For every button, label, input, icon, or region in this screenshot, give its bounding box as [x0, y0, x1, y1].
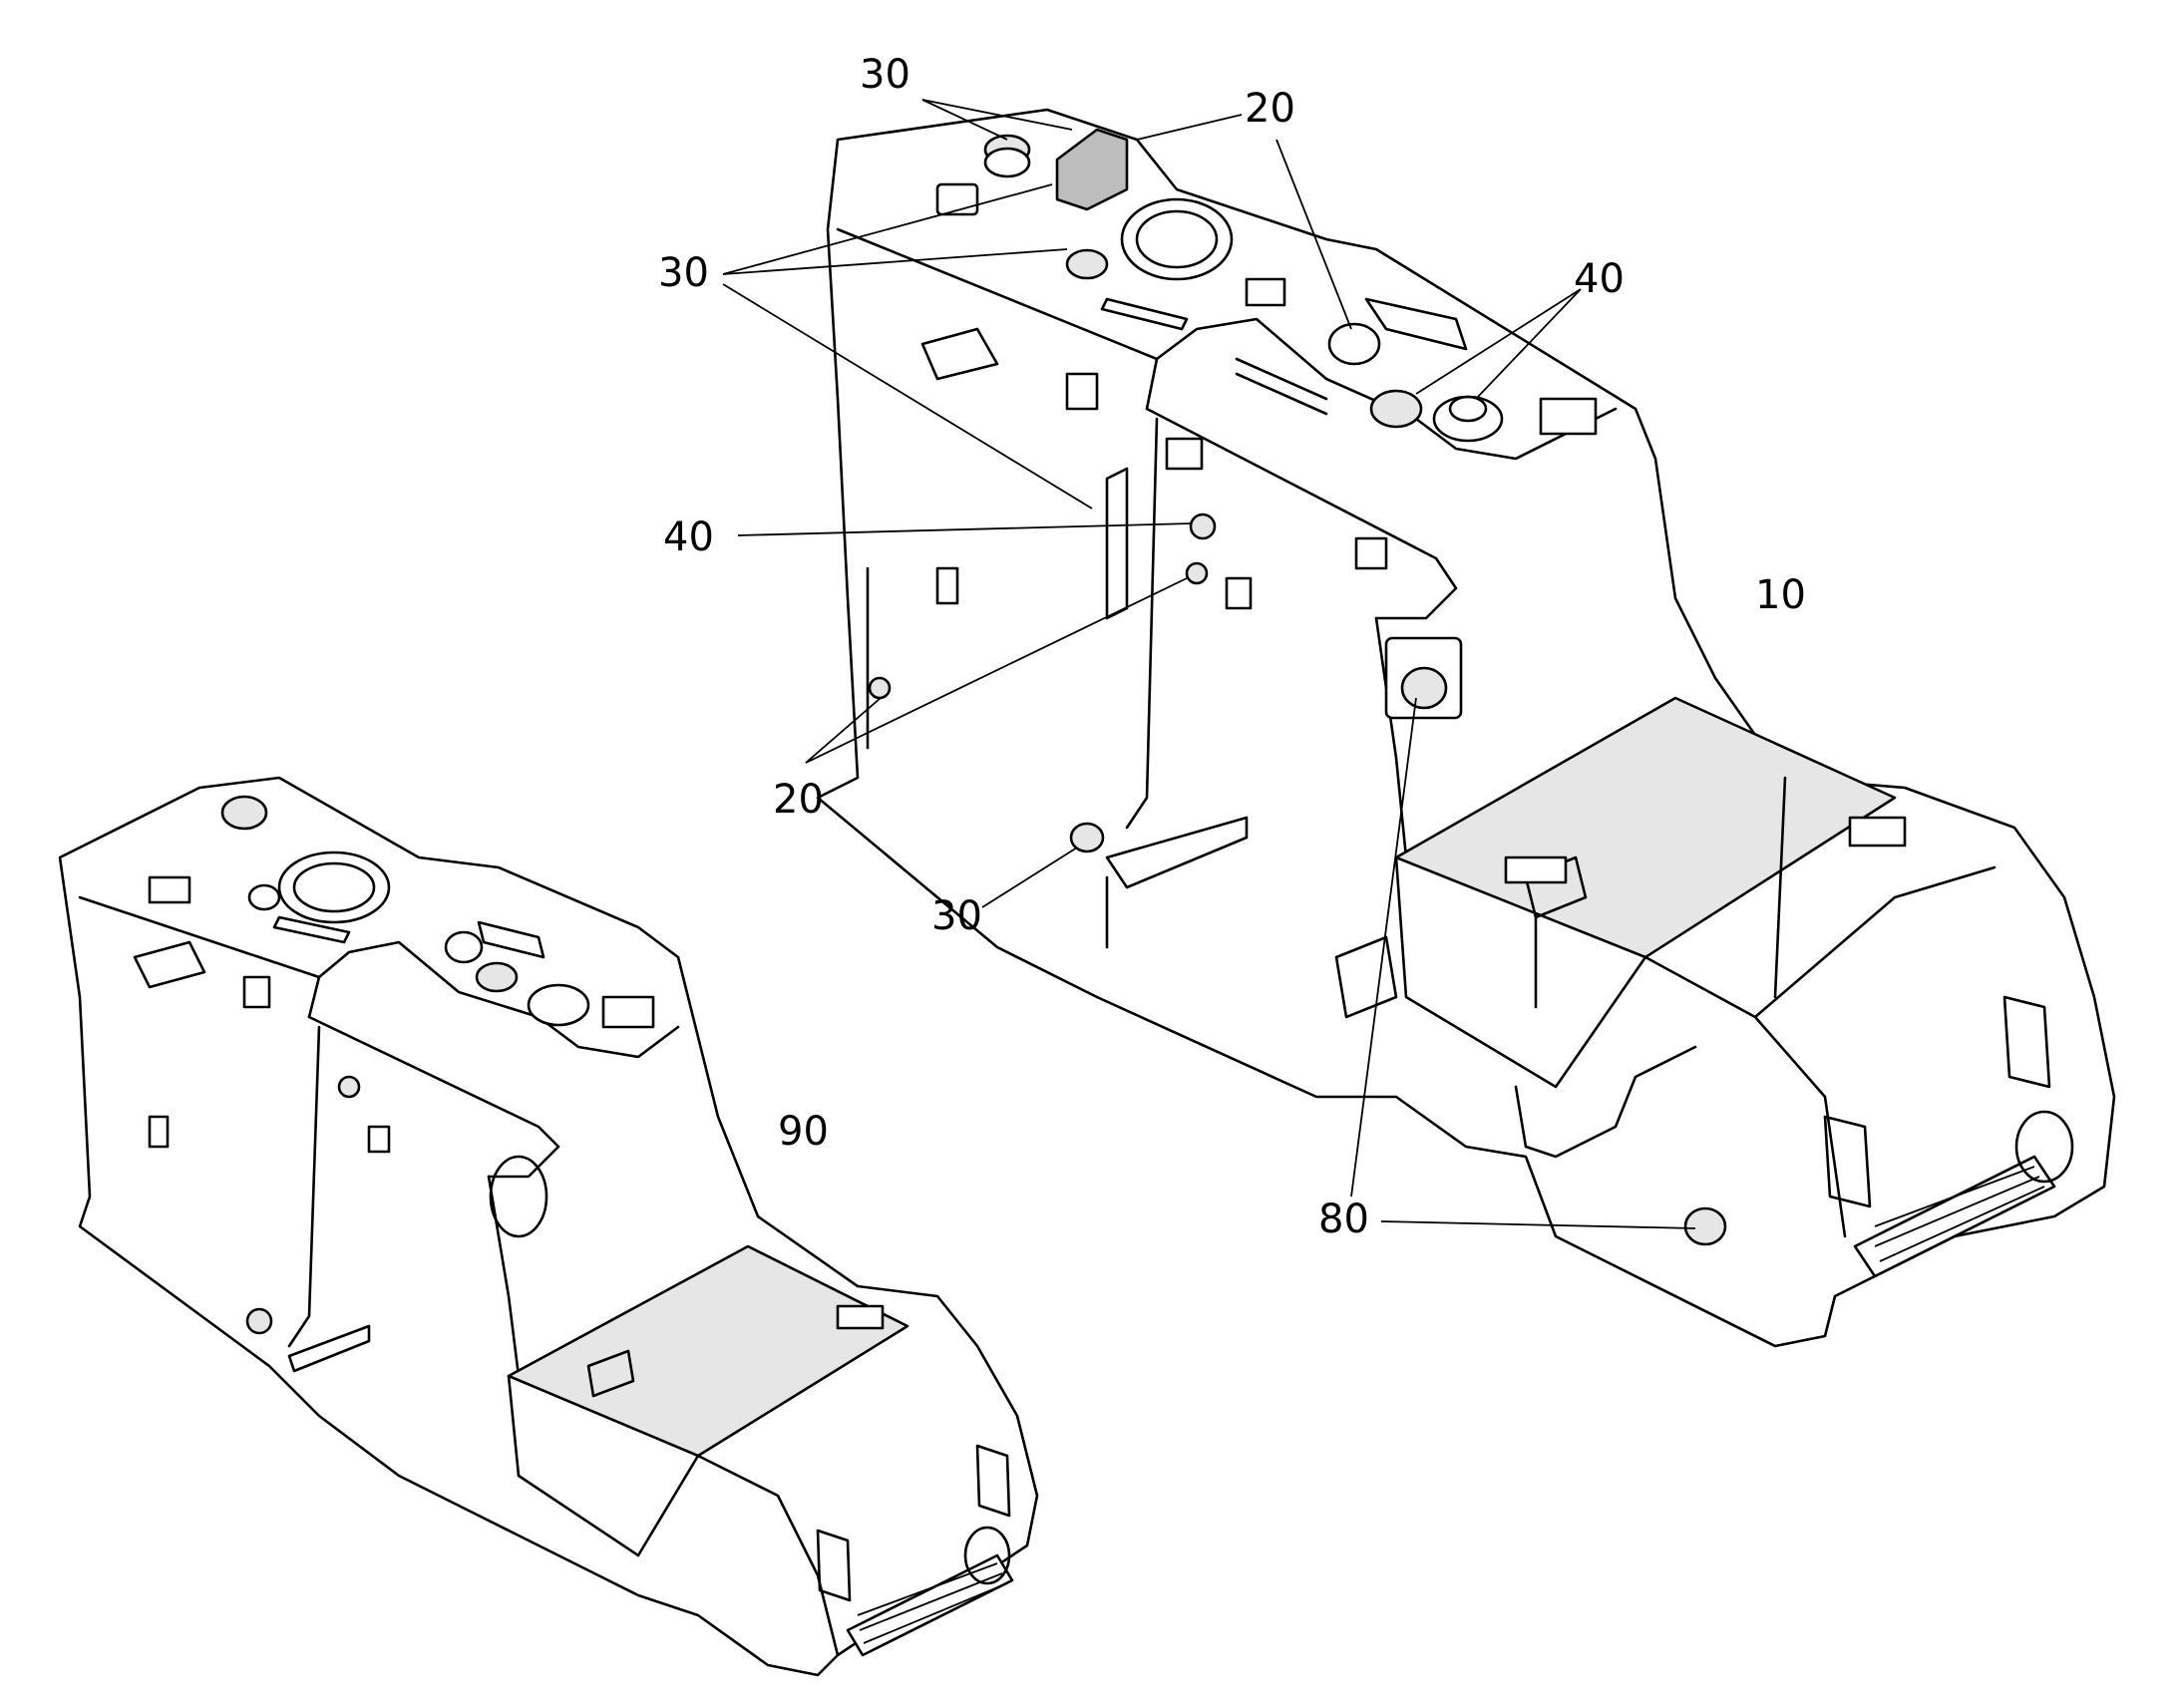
callout-labels: 30 20 30 40 40 10 20 30 90 80 [658, 52, 1806, 1242]
callout-90: 90 [778, 1109, 829, 1155]
assembly-90-drawing [58, 776, 1039, 1677]
callout-20-top: 20 [1245, 86, 1295, 132]
callout-30-middle: 30 [658, 250, 709, 296]
assembly-10-drawing [816, 108, 2116, 1348]
callout-80: 80 [1318, 1196, 1369, 1242]
callout-40-left: 40 [663, 514, 714, 560]
callout-40-right: 40 [1574, 256, 1625, 302]
callout-30-lower: 30 [931, 893, 982, 939]
callout-20-lower: 20 [773, 777, 824, 823]
callout-10: 10 [1755, 572, 1806, 618]
leader-lines [722, 99, 1696, 1229]
callout-30-top: 30 [860, 52, 910, 98]
